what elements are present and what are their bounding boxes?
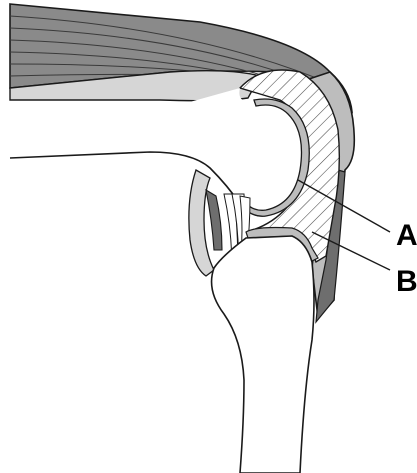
posterior-capsule: [189, 170, 214, 276]
posterior-meniscus: [206, 190, 222, 250]
label-b: B: [396, 265, 417, 298]
tibia: [212, 236, 314, 473]
femur: [10, 88, 306, 218]
label-a: A: [396, 219, 417, 252]
